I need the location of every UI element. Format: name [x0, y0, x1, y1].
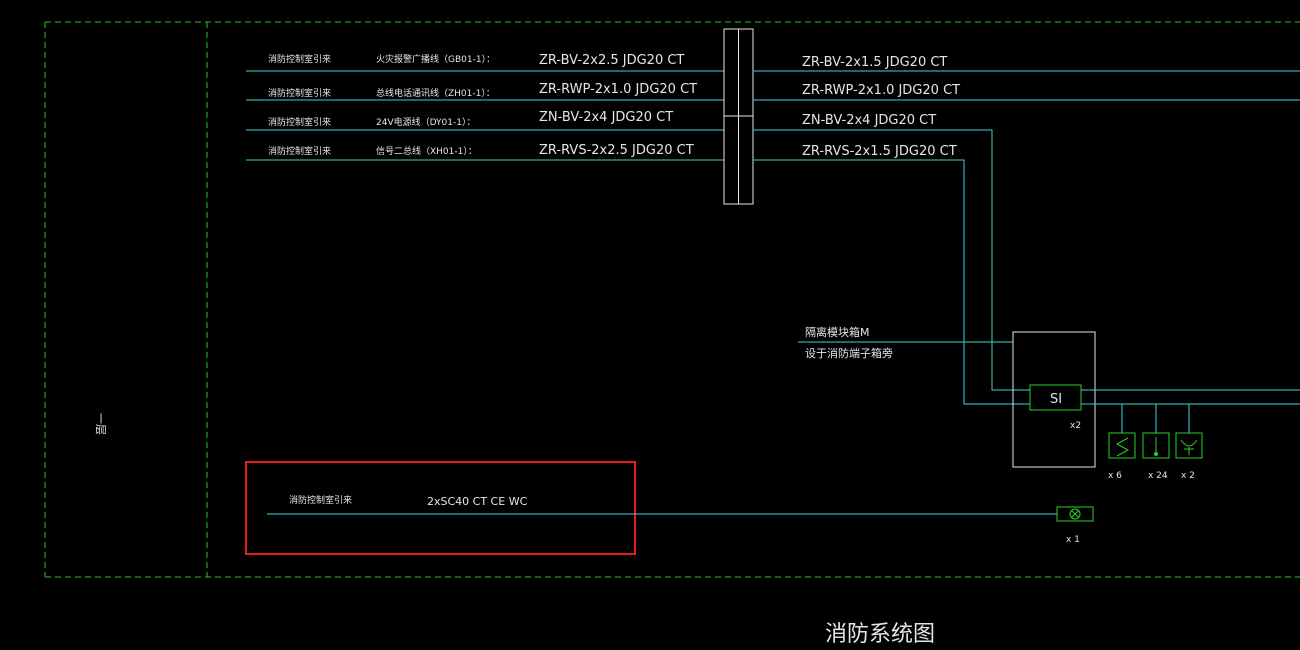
highlight-cable-spec: 2xSC40 CT CE WC: [427, 495, 528, 508]
highlight-source-label: 消防控制室引来: [289, 494, 352, 506]
cable-row-2: 消防控制室引来 总线电话通讯线（ZH01-1）： ZR-RWP-2x1.0 JD…: [246, 82, 1300, 101]
isolation-module-label: 隔离模块箱M: [805, 325, 870, 339]
isolation-module-location: 设于消防端子箱旁: [805, 346, 893, 360]
smoke-detector-count: x 6: [1108, 471, 1122, 481]
terminal-box: [1012, 331, 1096, 468]
cable-row-3: 消防控制室引来 24V电源线（DY01-1）： ZN-BV-2x4 JDG20 …: [246, 110, 1030, 391]
cable-source-label: 消防控制室引来: [268, 145, 331, 157]
cable-source-label: 消防控制室引来: [268, 87, 331, 99]
riser-junction-box: [723, 28, 754, 205]
cable-spec-out: ZR-RVS-2x1.5 JDG20 CT: [802, 144, 957, 159]
si-module-label: SI: [1050, 392, 1062, 407]
cable-description: 24V电源线（DY01-1）：: [376, 116, 475, 128]
cable-spec-in: ZN-BV-2x4 JDG20 CT: [539, 110, 673, 125]
heat-detector-icon: [1142, 432, 1170, 459]
cable-spec-out: ZR-RWP-2x1.0 JDG20 CT: [802, 83, 960, 98]
sounder-beacon-icon: [1056, 506, 1094, 522]
manual-alarm-icon: [1175, 432, 1203, 459]
cable-spec-in: ZR-RVS-2x2.5 JDG20 CT: [539, 143, 694, 158]
cable-description: 总线电话通讯线（ZH01-1）：: [376, 87, 495, 99]
cable-description: 火灾报警广播线（GB01-1）：: [376, 53, 495, 65]
cable-spec-in: ZR-BV-2x2.5 JDG20 CT: [539, 53, 684, 68]
cable-row-4: 消防控制室引来 信号二总线（XH01-1）： ZR-RVS-2x2.5 JDG2…: [246, 143, 1030, 405]
cable-spec-out: ZR-BV-2x1.5 JDG20 CT: [802, 55, 947, 70]
floor-frame: [44, 21, 1300, 578]
floor-label: 一层: [94, 413, 107, 435]
highlight-box: [245, 461, 636, 555]
cable-row-1: 消防控制室引来 火灾报警广播线（GB01-1）： ZR-BV-2x2.5 JDG…: [246, 53, 1300, 72]
si-module-count: x2: [1070, 421, 1081, 431]
cable-source-label: 消防控制室引来: [268, 116, 331, 128]
manual-alarm-count: x 2: [1181, 471, 1195, 481]
heat-detector-count: x 24: [1148, 471, 1168, 481]
drawing-title: 消防系统图: [825, 622, 935, 647]
cable-spec-in: ZR-RWP-2x1.0 JDG20 CT: [539, 82, 697, 97]
cable-spec-out: ZN-BV-2x4 JDG20 CT: [802, 113, 936, 128]
si-module: SI x2: [1029, 384, 1082, 431]
sounder-beacon-count: x 1: [1066, 535, 1080, 545]
cable-source-label: 消防控制室引来: [268, 53, 331, 65]
smoke-detector-icon: [1108, 432, 1136, 459]
cable-description: 信号二总线（XH01-1）：: [376, 145, 477, 157]
